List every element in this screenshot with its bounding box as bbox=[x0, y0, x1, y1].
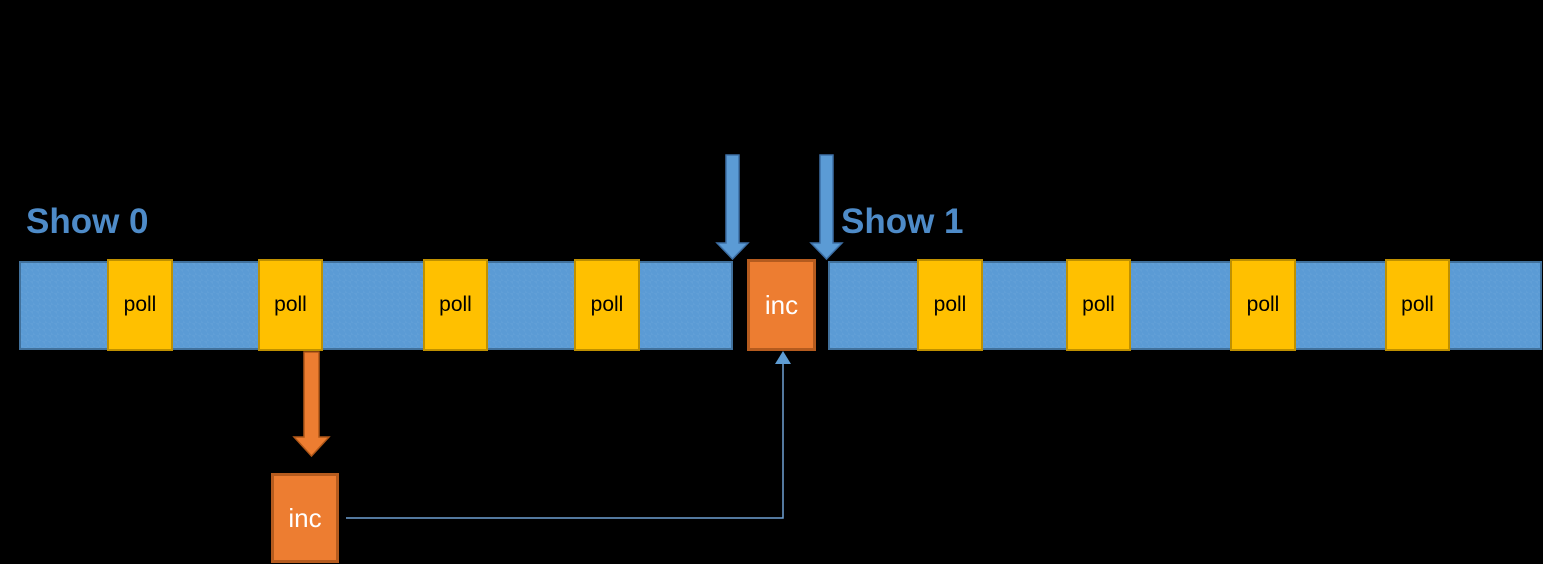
poll-block: poll bbox=[423, 259, 488, 351]
poll-block: poll bbox=[917, 259, 983, 351]
poll-label: poll bbox=[933, 293, 967, 316]
poll-label: poll bbox=[123, 293, 157, 316]
show1-label: Show 1 bbox=[841, 202, 964, 241]
down-arrow-icon bbox=[809, 154, 844, 261]
down-arrow-icon bbox=[715, 154, 750, 261]
poll-block: poll bbox=[258, 259, 323, 351]
inc-block-timeline: inc bbox=[747, 259, 816, 351]
poll-block: poll bbox=[1066, 259, 1131, 351]
poll-label: poll bbox=[1401, 293, 1434, 316]
poll-label: poll bbox=[590, 293, 624, 316]
inc-box-callout: inc bbox=[271, 473, 339, 563]
poll-block: poll bbox=[574, 259, 640, 351]
poll-block: poll bbox=[107, 259, 173, 351]
poll-label: poll bbox=[439, 293, 472, 316]
inc-label: inc bbox=[764, 289, 799, 320]
poll-block: poll bbox=[1230, 259, 1296, 351]
poll-label: poll bbox=[1082, 293, 1115, 316]
inc-label: inc bbox=[288, 502, 322, 533]
poll-label: poll bbox=[274, 293, 307, 316]
up-arrow-icon bbox=[775, 351, 791, 364]
connector-line bbox=[346, 362, 784, 519]
poll-block: poll bbox=[1385, 259, 1450, 351]
show0-label: Show 0 bbox=[26, 202, 149, 241]
poll-label: poll bbox=[1246, 293, 1280, 316]
orange-down-arrow-icon bbox=[292, 351, 331, 458]
